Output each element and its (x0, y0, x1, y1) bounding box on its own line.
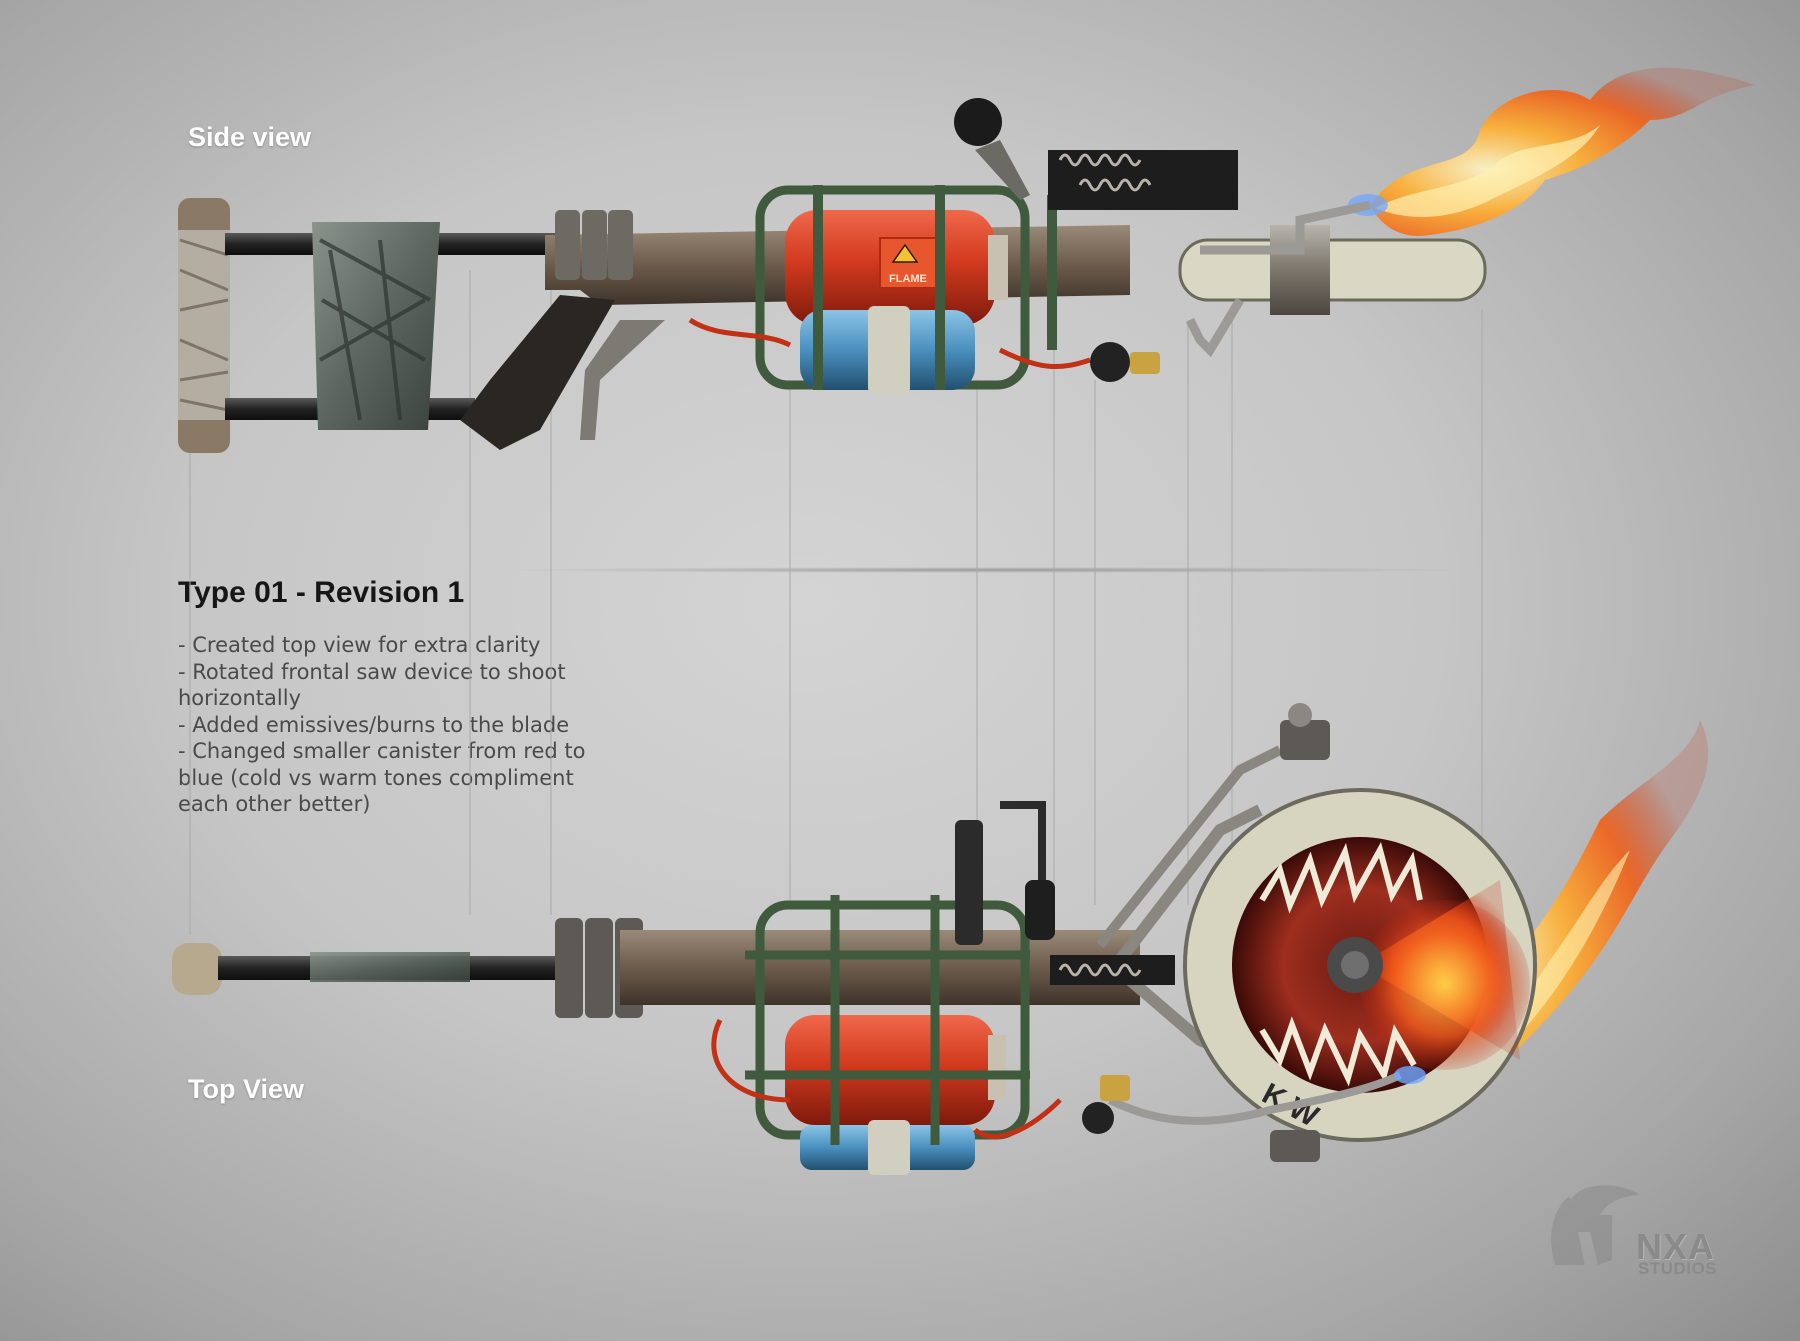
section-divider (500, 567, 1480, 573)
top-handle (955, 820, 983, 945)
top-view-weapon: K W (172, 703, 1709, 1175)
top-handle-knob (954, 98, 1002, 146)
studio-logo-sub: STUDIOS (1638, 1259, 1718, 1278)
top-view-label: Top View (188, 1074, 305, 1104)
note-line: blue (cold vs warm tones compliment (178, 765, 574, 790)
stock-knob-top (172, 943, 222, 995)
note-line: - Rotated frontal saw device to shoot (178, 659, 566, 684)
nozzle-barrel (1178, 238, 1487, 302)
side-view-weapon: FLAME (178, 67, 1755, 453)
trigger (580, 320, 665, 440)
pistol-grip (460, 295, 615, 450)
top-red-tank (785, 1015, 995, 1125)
side-flame (1348, 67, 1755, 236)
note-line: horizontally (178, 686, 302, 710)
studio-logo-name: NXA (1636, 1226, 1716, 1267)
note-line: - Added emissives/burns to the blade (178, 712, 570, 737)
saw-blade-device: K W (1183, 788, 1537, 1142)
note-line: - Created top view for extra clarity (178, 633, 541, 657)
spartan-helmet-icon (1551, 1181, 1640, 1265)
flame-warning-text: FLAME (889, 273, 927, 285)
note-line: - Changed smaller canister from red to (178, 739, 586, 763)
side-view-label: Side view (188, 122, 312, 152)
valve-knob (1090, 342, 1130, 382)
revision-title: Type 01 - Revision 1 (178, 576, 465, 609)
note-line: each other better) (178, 792, 371, 816)
revision-notes: - Created top view for extra clarity - R… (178, 632, 598, 818)
